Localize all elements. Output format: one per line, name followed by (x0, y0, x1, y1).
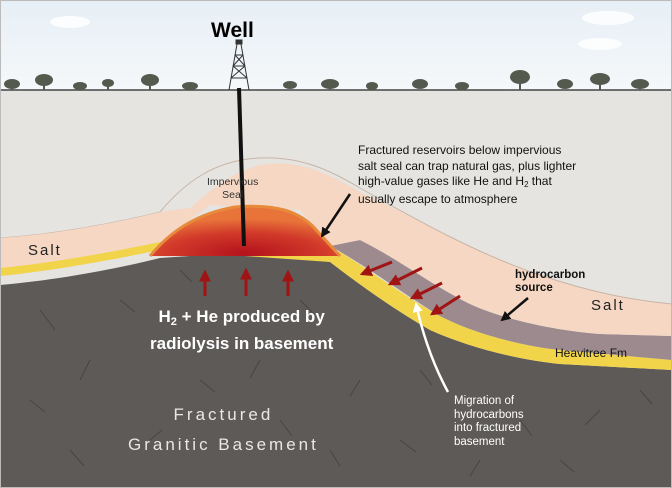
hydrocarbon-source-layer (330, 240, 672, 360)
derrick-icon (228, 39, 250, 91)
migration-label: Migration of hydrocarbons into fractured… (454, 395, 524, 448)
salt-right-label: Salt (591, 297, 625, 314)
heavitree-formation (0, 242, 672, 370)
granitic-basement (0, 252, 672, 488)
gas-arrows (199, 267, 294, 296)
cloud-icon (50, 11, 634, 50)
heavitree-label: Heavitree Fm (555, 346, 628, 360)
impervious-seal-label: Impervious Seal (207, 176, 259, 201)
salt-layer (0, 163, 672, 336)
well-pipe (237, 87, 246, 247)
well-title: Well (211, 19, 254, 42)
reservoir-note: Fractured reservoirs below impervious sa… (358, 143, 577, 207)
tree-icon (4, 70, 649, 90)
gas-production-label: H2 + He produced by radiolysis in baseme… (150, 307, 334, 353)
sky (0, 0, 672, 92)
hydrocarbon-pointer-arrow (500, 297, 529, 322)
basement-label: Fractured Granitic Basement (128, 405, 319, 454)
basement-fractures (29, 269, 653, 477)
migration-arrows (359, 260, 461, 316)
migration-pointer-arrow (412, 302, 450, 393)
note-pointer-arrow (320, 193, 352, 238)
hydrocarbon-source-label: hydrocarbon source (515, 269, 586, 294)
salt-left-label: Salt (28, 242, 62, 259)
